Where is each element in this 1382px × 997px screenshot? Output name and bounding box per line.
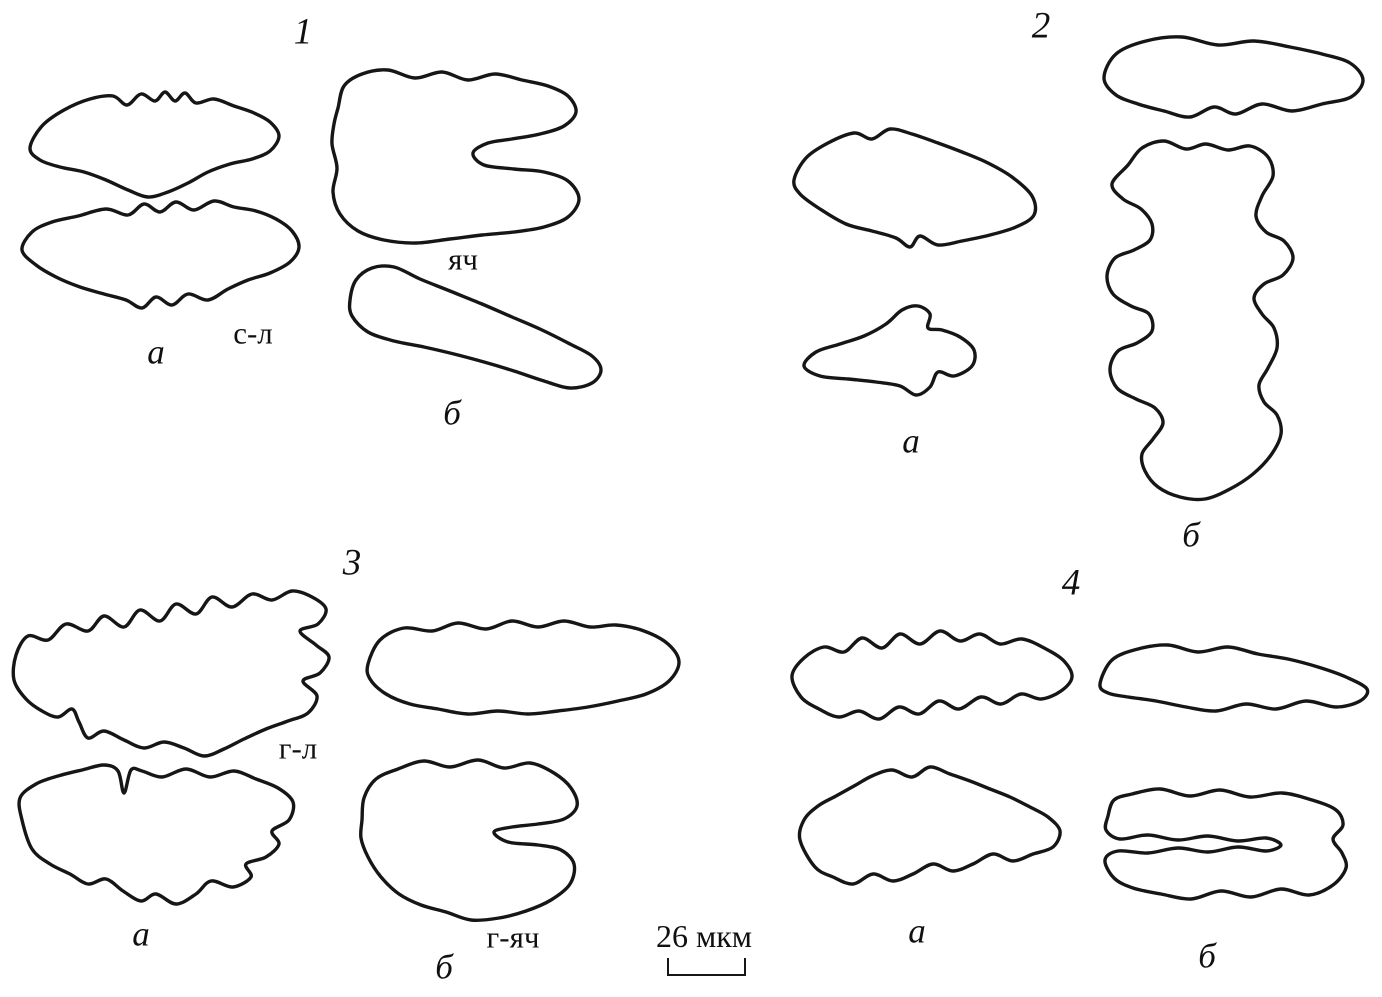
group-1-label-a: а <box>147 332 165 372</box>
outline-3a-lower <box>17 763 296 906</box>
scale-bar-label: 26 мкм <box>655 918 753 954</box>
outline-1a-upper <box>28 90 281 199</box>
group-3-label-a: а <box>132 914 150 954</box>
group-4-label-b: б <box>1198 936 1216 976</box>
group-3-label-b: б <box>435 947 453 987</box>
group-1-label-b: б <box>443 393 461 433</box>
outline-3a-upper <box>11 589 331 758</box>
outline-2b-upper <box>1102 35 1365 119</box>
group-2-number: 2 <box>1031 5 1051 47</box>
group-3-annotation-gyach: г-яч <box>486 919 540 955</box>
group-4-label-a: а <box>908 911 926 951</box>
group-2-label-a: а <box>902 421 920 461</box>
outline-1b-lower <box>347 264 603 390</box>
outline-3b-upper <box>365 619 681 716</box>
outline-4a-upper <box>790 629 1074 721</box>
group-2-label-b: б <box>1182 515 1200 555</box>
outline-4a-lower <box>797 765 1062 886</box>
group-1-annotation-sl: с-л <box>233 315 273 351</box>
scale-bar <box>667 958 746 976</box>
group-1-annotation-yach: яч <box>448 241 478 277</box>
group-4-number: 4 <box>1061 562 1081 604</box>
outline-2a-upper <box>792 127 1038 249</box>
outline-4b-lower <box>1103 787 1349 901</box>
group-3-number: 3 <box>342 542 362 584</box>
outline-1b-upper <box>330 68 581 245</box>
group-1-number: 1 <box>293 11 313 53</box>
outline-4b-upper <box>1098 643 1370 713</box>
outline-2b-lower <box>1105 139 1295 502</box>
outline-1a-lower <box>20 199 301 310</box>
outline-3b-lower <box>358 758 579 923</box>
group-3-annotation-gl: г-л <box>278 730 318 766</box>
outline-2a-lower <box>802 304 977 397</box>
